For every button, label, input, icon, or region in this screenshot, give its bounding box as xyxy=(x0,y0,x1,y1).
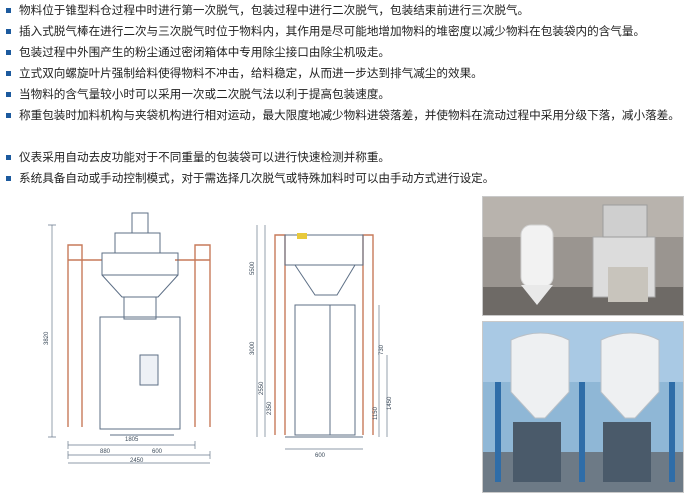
feature-item: 称重包装时加料机构与夹袋机构进行相对运动，最大限度地减少物料进袋落差，并使物料在… xyxy=(6,107,691,124)
bullet-square-icon xyxy=(6,92,11,97)
dimension-label: 2350 xyxy=(267,401,273,415)
dimension-label: 5500 xyxy=(250,261,256,275)
side-view-drawing: 5500 3000 2550 2350 730 1150 1450 600 xyxy=(245,205,405,467)
dimension-label: 1805 xyxy=(125,437,139,443)
installation-photo-bottom xyxy=(482,321,684,493)
front-view-drawing: 3820 1805 880 600 2450 xyxy=(40,205,240,467)
dimension-label: 3000 xyxy=(250,341,256,355)
bullet-square-icon xyxy=(6,29,11,34)
dimension-label: 600 xyxy=(152,449,163,455)
bullet-square-icon xyxy=(6,50,11,55)
bullet-square-icon xyxy=(6,176,11,181)
motor-block-icon xyxy=(297,233,307,239)
dimension-label: 600 xyxy=(315,453,326,459)
feature-item: 系统具备自动或手动控制模式，对于需选择几次脱气或特殊加料时可以由手动方式进行设定… xyxy=(6,170,494,187)
dimension-label: 880 xyxy=(100,449,111,455)
bullet-square-icon xyxy=(6,71,11,76)
feature-item: 当物料的含气量较小时可以采用一次或二次脱气法以利于提高包装速度。 xyxy=(6,86,390,103)
bullet-square-icon xyxy=(6,155,11,160)
dimension-label: 2550 xyxy=(259,381,265,395)
dimension-label: 730 xyxy=(379,344,385,355)
bullet-square-icon xyxy=(6,113,11,118)
dimension-label: 1150 xyxy=(373,406,379,420)
feature-item: 仪表采用自动去皮功能对于不同重量的包装袋可以进行快速检测并称重。 xyxy=(6,149,390,166)
installation-photo-top xyxy=(482,196,684,316)
dimension-label: 1450 xyxy=(387,396,393,410)
dimension-label: 2450 xyxy=(130,458,144,464)
feature-item: 插入式脱气棒在进行二次与三次脱气时位于物料内，其作用是尽可能地增加物料的堆密度以… xyxy=(6,23,645,40)
feature-item: 包装过程中外围产生的粉尘通过密闭箱体中专用除尘接口由除尘机吸走。 xyxy=(6,44,390,61)
feature-item: 物料位于锥型料仓过程中时进行第一次脱气，包装过程中进行二次脱气，包装结束前进行三… xyxy=(6,2,529,19)
dimension-label: 3820 xyxy=(44,331,50,345)
feature-item: 立式双向螺旋叶片强制给料使得物料不冲击，给料稳定，从而进一步达到排气减尘的效果。 xyxy=(6,65,483,82)
bullet-square-icon xyxy=(6,8,11,13)
